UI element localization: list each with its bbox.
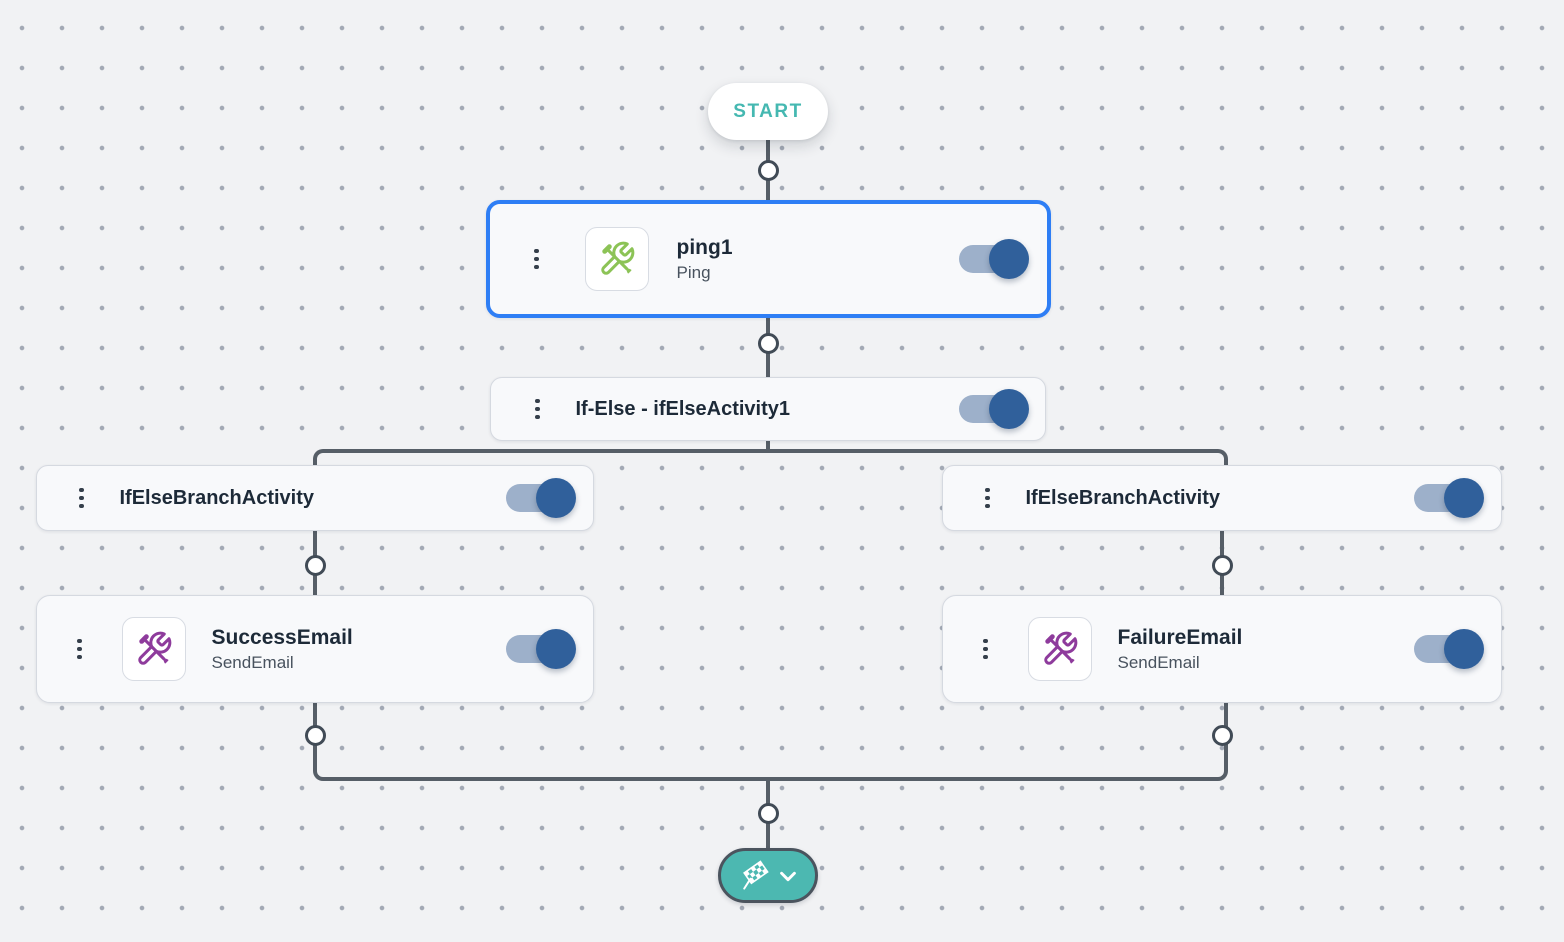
kebab-menu-icon[interactable] [528, 243, 545, 276]
node-ping1[interactable]: ping1 Ping [486, 200, 1051, 318]
end-node[interactable] [718, 848, 818, 903]
connector-handle[interactable] [758, 160, 779, 181]
node-ifelse-branch-left[interactable]: IfElseBranchActivity [36, 465, 594, 531]
kebab-menu-icon[interactable] [73, 482, 90, 515]
enabled-toggle[interactable] [1414, 478, 1484, 518]
node-failure-email[interactable]: FailureEmail SendEmail [942, 595, 1502, 703]
node-success-email[interactable]: SuccessEmail SendEmail [36, 595, 594, 703]
connector-line [765, 441, 771, 453]
node-title: FailureEmail [1117, 626, 1243, 649]
tools-icon [137, 631, 171, 665]
connector-handle[interactable] [758, 803, 779, 824]
connector-line [768, 449, 1228, 469]
start-node: START [708, 83, 828, 140]
checkered-flag-icon [743, 859, 769, 890]
toggle-knob [989, 239, 1029, 279]
connector-handle[interactable] [305, 555, 326, 576]
node-subtitle: SendEmail [211, 653, 294, 672]
node-if-else[interactable]: If-Else - ifElseActivity1 [490, 377, 1046, 441]
enabled-toggle[interactable] [1414, 629, 1484, 669]
activity-icon-box [1027, 617, 1092, 681]
node-subtitle: SendEmail [1117, 653, 1200, 672]
enabled-toggle[interactable] [506, 478, 576, 518]
toggle-knob [536, 478, 576, 518]
connector-handle[interactable] [305, 725, 326, 746]
activity-icon-box [584, 227, 649, 291]
node-title: IfElseBranchActivity [1025, 486, 1221, 509]
connector-line [313, 449, 772, 469]
node-title: IfElseBranchActivity [119, 486, 315, 509]
connector-handle[interactable] [1212, 725, 1233, 746]
activity-icon-box [121, 617, 186, 681]
enabled-toggle[interactable] [506, 629, 576, 669]
toggle-knob [1444, 629, 1484, 669]
kebab-menu-icon[interactable] [977, 633, 994, 666]
node-ifelse-branch-right[interactable]: IfElseBranchActivity [942, 465, 1502, 531]
connector-line [768, 703, 1228, 781]
toggle-knob [989, 389, 1029, 429]
connector-handle[interactable] [758, 333, 779, 354]
tools-icon [600, 241, 634, 275]
enabled-toggle[interactable] [959, 389, 1029, 429]
node-title: SuccessEmail [211, 626, 353, 649]
chevron-down-icon[interactable] [777, 865, 799, 887]
start-label: START [733, 100, 803, 122]
node-subtitle: Ping [676, 263, 711, 282]
toggle-knob [536, 629, 576, 669]
tools-icon [1043, 631, 1077, 665]
kebab-menu-icon[interactable] [71, 633, 88, 666]
kebab-menu-icon[interactable] [979, 482, 996, 515]
enabled-toggle[interactable] [959, 239, 1029, 279]
connector-handle[interactable] [1212, 555, 1233, 576]
connector-line [313, 703, 772, 781]
node-title: ping1 [676, 236, 733, 259]
kebab-menu-icon[interactable] [529, 393, 546, 426]
toggle-knob [1444, 478, 1484, 518]
node-title: If-Else - ifElseActivity1 [575, 397, 791, 420]
